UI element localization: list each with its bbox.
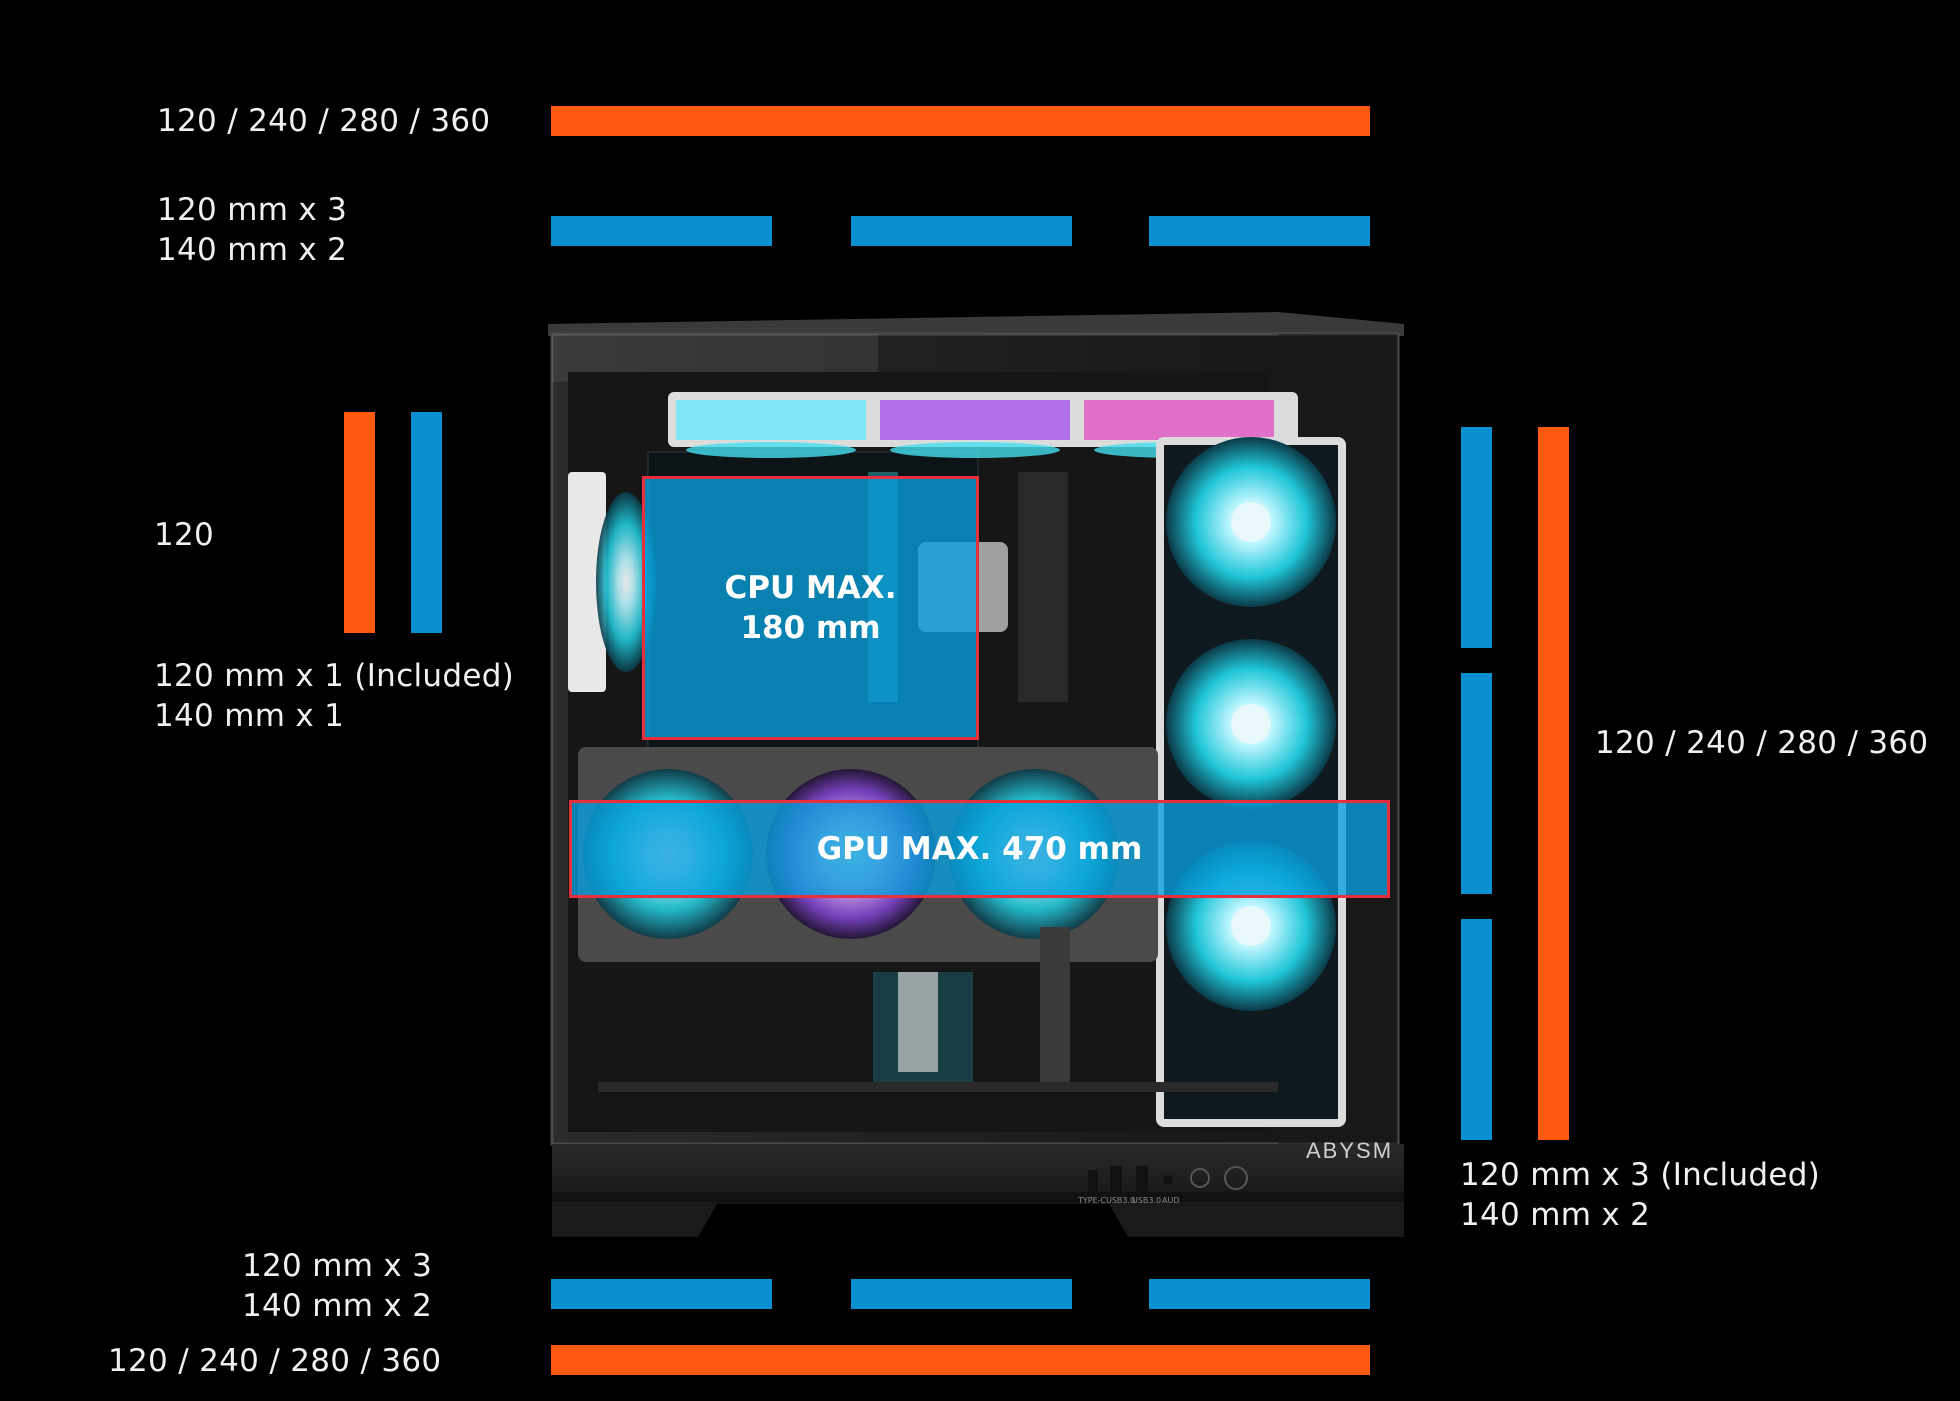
cpu-overlay-line2: 180 mm bbox=[740, 610, 881, 646]
side-fans-label-120: 120 mm x 3 (Included) bbox=[1460, 1157, 1821, 1193]
gpu-overlay-label: GPU MAX. 470 mm bbox=[816, 831, 1143, 867]
top-radiator-label: 120 / 240 / 280 / 360 bbox=[157, 103, 491, 139]
side-fan-bar-1 bbox=[1461, 427, 1492, 648]
io-label: TYPE-C bbox=[1078, 1196, 1107, 1205]
bottom-fans-label-120: 120 mm x 3 bbox=[242, 1248, 433, 1284]
rear-radiator-bar bbox=[344, 412, 375, 633]
bottom-fan-bar-3 bbox=[1149, 1279, 1370, 1309]
cpu-overlay-line1: CPU MAX. bbox=[724, 570, 897, 606]
rear-fans-label-120: 120 mm x 1 (Included) bbox=[154, 658, 515, 694]
side-fans-label-140: 140 mm x 2 bbox=[1460, 1197, 1651, 1233]
bottom-fans-label-140: 140 mm x 2 bbox=[242, 1288, 433, 1324]
top-fan-bar-1 bbox=[551, 216, 772, 246]
rear-fans-label-140: 140 mm x 1 bbox=[154, 698, 345, 734]
bottom-fan-bar-1 bbox=[551, 1279, 772, 1309]
side-radiator-label: 120 / 240 / 280 / 360 bbox=[1595, 725, 1929, 761]
top-fans-label-140: 140 mm x 2 bbox=[157, 232, 348, 268]
side-radiator-bar bbox=[1538, 427, 1569, 1140]
bottom-radiator-label: 120 / 240 / 280 / 360 bbox=[108, 1343, 442, 1379]
brand-logo: ABYSM bbox=[1306, 1138, 1394, 1163]
top-radiator-bar bbox=[551, 106, 1370, 136]
top-fan-bar-3 bbox=[1149, 216, 1370, 246]
io-label: USB3.0 bbox=[1106, 1196, 1136, 1205]
side-fan-bar-3 bbox=[1461, 919, 1492, 1140]
cpu-clearance-overlay: CPU MAX. 180 mm bbox=[642, 476, 979, 740]
rear-fan-bar bbox=[411, 412, 442, 633]
pc-case-image: TYPE-C USB3.0 USB3.0 AUD ABYSM CPU MAX. … bbox=[548, 312, 1404, 1242]
gpu-clearance-overlay: GPU MAX. 470 mm bbox=[569, 800, 1390, 898]
top-fans-label-120: 120 mm x 3 bbox=[157, 192, 348, 228]
bottom-radiator-bar bbox=[551, 1345, 1370, 1375]
bottom-fan-bar-2 bbox=[851, 1279, 1072, 1309]
rear-radiator-label: 120 bbox=[154, 517, 215, 553]
io-label: USB3.0 bbox=[1132, 1196, 1162, 1205]
top-fan-bar-2 bbox=[851, 216, 1072, 246]
io-label: AUD bbox=[1162, 1196, 1180, 1205]
io-label-list: TYPE-C USB3.0 USB3.0 AUD bbox=[1078, 1168, 1258, 1208]
side-fan-bar-2 bbox=[1461, 673, 1492, 894]
